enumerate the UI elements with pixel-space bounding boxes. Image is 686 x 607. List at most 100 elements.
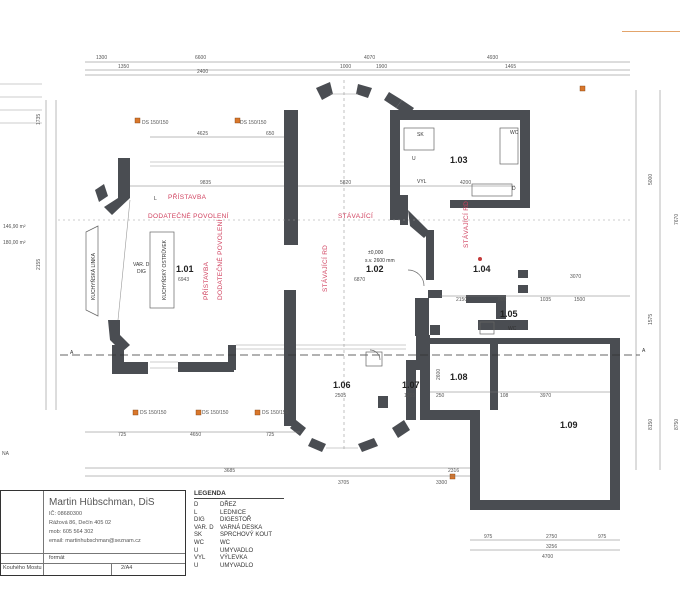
dim-6600: 6600 — [195, 55, 206, 61]
label-ds-3: DS 150/150 — [140, 410, 167, 416]
dim-7670: 7670 — [674, 214, 680, 225]
middle-dimensions: 6943 6870 2150 3070 1035 1500 2600 2505 … — [178, 274, 630, 399]
flue-marker — [579, 85, 586, 92]
label-wc-2: WC — [508, 326, 517, 332]
dim-975: 975 — [484, 534, 493, 540]
dim-1500: 1500 — [574, 297, 585, 303]
flue-marker — [132, 409, 139, 416]
area-1: 146,90 m² — [3, 224, 26, 230]
label-vyl: VYL — [417, 179, 427, 185]
label-d: D — [512, 186, 516, 192]
label-pristavba: PŘÍSTAVBA — [168, 192, 207, 201]
room-1-07: 1.07 — [402, 380, 420, 390]
title-block: Martin Hübschman, DiS IČ: 08680300 Rážov… — [0, 490, 186, 576]
dim-4625: 4625 — [197, 131, 208, 137]
dim-2600: 2600 — [436, 369, 442, 380]
area-2: 180,00 m² — [3, 240, 26, 246]
label-pristavba-vertical: PŘÍSTAVBA — [201, 261, 210, 300]
dim-2750: 2750 — [546, 534, 557, 540]
fixture-labels: KUCHYŇSKÝ OSTRŮVEK KUCHYŇSKÁ LINKA VAR. … — [70, 120, 646, 416]
dim-725: 725 — [118, 432, 127, 438]
dim-6943: 6943 — [178, 277, 189, 283]
dim-725-2: 725 — [266, 432, 275, 438]
dim-3070: 3070 — [570, 274, 581, 280]
dim-5820: 5820 — [340, 180, 351, 186]
author-email: email: martinhubschman@seznam.cz — [49, 538, 141, 544]
section-a-right: A — [642, 348, 646, 354]
label-u: U — [412, 156, 416, 162]
dim-8750: 8750 — [674, 419, 680, 430]
dim-3705: 3705 — [338, 480, 349, 486]
status-annotations: PŘÍSTAVBA DODATEČNÉ POVOLENÍ STÁVAJÍCÍ P… — [148, 192, 470, 300]
author-name: Martin Hübschman, DiS — [49, 497, 155, 508]
dim-4700: 4700 — [542, 554, 553, 560]
room-1-08: 1.08 — [450, 372, 468, 382]
dim-1900: 1900 — [376, 64, 387, 70]
format-label: formát — [49, 555, 65, 561]
dim-650: 650 — [266, 131, 275, 137]
label-var-d: VAR. D — [133, 262, 150, 268]
label-stavajici-rd-2: STÁVAJÍCÍ RD — [461, 201, 470, 248]
author-ico: IČ: 08680300 — [49, 511, 83, 517]
dim-2505: 2505 — [335, 393, 346, 399]
label-l: L — [154, 196, 157, 202]
dim-1035: 1035 — [540, 297, 551, 303]
dim-3256: 3256 — [546, 544, 557, 550]
flue-marker — [234, 117, 241, 124]
dim-3300: 3300 — [436, 480, 447, 486]
dim-4200: 4200 — [460, 180, 471, 186]
label-na: NA — [2, 451, 10, 457]
label-ds-1: DS 150/150 — [142, 120, 169, 126]
dim-5000: 5000 — [648, 174, 654, 185]
dim-2150: 2150 — [456, 297, 467, 303]
label-sk: SK — [417, 132, 424, 138]
left-dimensions: 1735 2155 146,90 m² 180,00 m² NA — [0, 83, 57, 457]
dim-4070: 4070 — [364, 55, 375, 61]
dim-1735: 1735 — [36, 114, 42, 125]
dim-1575: 1575 — [648, 314, 654, 325]
dim-8150: 8150 — [648, 419, 654, 430]
label-stavajici-rd: STÁVAJÍCÍ RD — [320, 245, 329, 292]
dim-975-2: 975 — [598, 534, 607, 540]
label-ds-4: DS 150/150 — [202, 410, 229, 416]
label-dodatecne-povoleni: DODATEČNÉ POVOLENÍ — [148, 211, 229, 220]
dim-1465: 1465 — [505, 64, 516, 70]
right-dimensions: 5000 7670 8150 8750 1575 — [635, 90, 680, 470]
label-ds-2: DS 150/150 — [240, 120, 267, 126]
dim-1350: 1350 — [118, 64, 129, 70]
flue-markers — [132, 85, 586, 480]
dim-2155: 2155 — [36, 259, 42, 270]
walls — [95, 82, 620, 510]
wc-fixture — [499, 127, 519, 165]
room-1-03: 1.03 — [450, 155, 468, 165]
label-sv: s.v. 2600 mm — [365, 258, 395, 264]
dim-4650: 4650 — [190, 432, 201, 438]
bottom-dimensions: 725 4650 725 3685 3705 2316 3300 975 275… — [85, 431, 620, 560]
dim-3970: 3970 — [540, 393, 551, 399]
furniture — [85, 127, 519, 367]
legend-divider — [194, 498, 284, 499]
shower — [403, 127, 435, 151]
label-wc: WC — [510, 130, 519, 136]
top-dimensions: 1300 6600 4070 4930 1350 2400 1000 1900 … — [85, 55, 630, 187]
kitchen-counter — [85, 225, 99, 317]
label-kuchynska-linka: KUCHYŇSKÁ LINKA — [90, 252, 97, 300]
dim-800: 800 — [498, 297, 507, 303]
room-labels: 1.01 1.02 1.03 1.04 1.05 1.06 1.07 1.08 … — [176, 155, 578, 430]
room-1-05: 1.05 — [500, 309, 518, 319]
flue-marker — [254, 409, 261, 416]
author-address: Rážová 86, Dečín 405 02 — [49, 520, 112, 526]
flue-marker — [195, 409, 202, 416]
flue-marker — [134, 117, 141, 124]
dim-1000: 1000 — [340, 64, 351, 70]
dim-1300: 1300 — [96, 55, 107, 61]
dim-4930: 4930 — [487, 55, 498, 61]
label-stavajici: STÁVAJÍCÍ — [338, 211, 373, 220]
